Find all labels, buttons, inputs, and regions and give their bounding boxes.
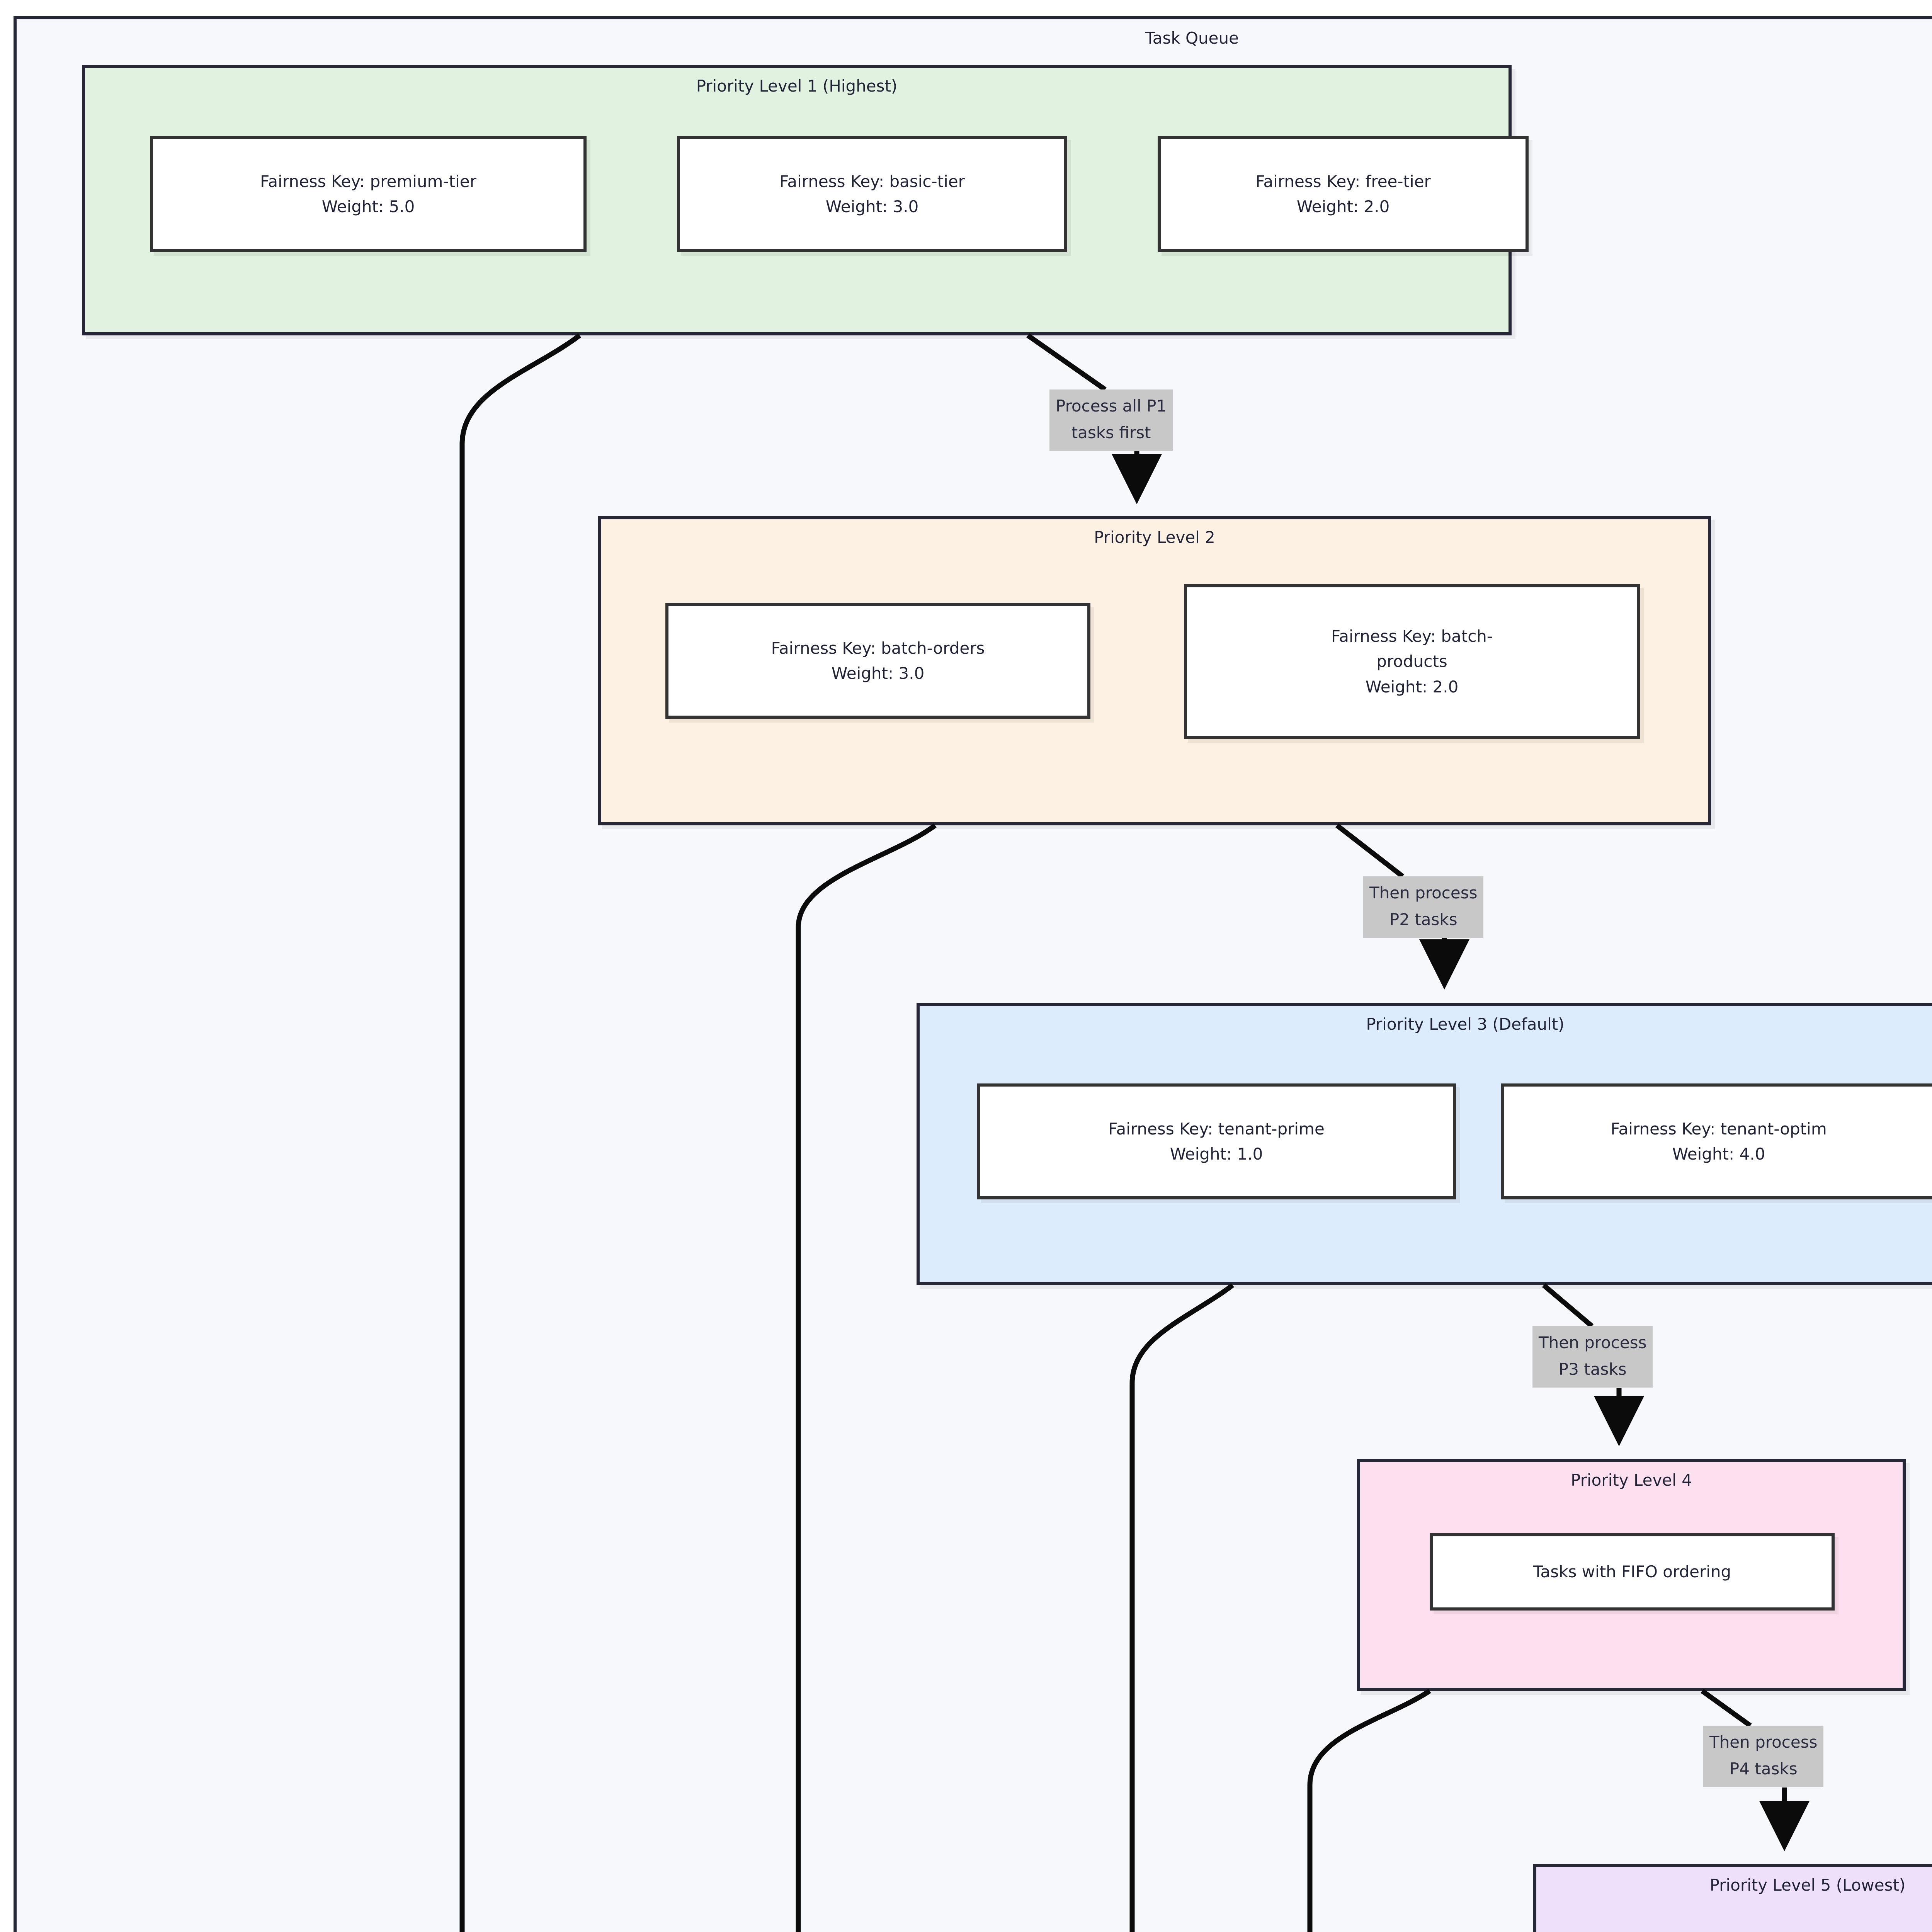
fairness-key-batch-orders-node[interactable]: Fairness Key: batch-orders Weight: 3.0	[665, 603, 1090, 719]
edge-label-line2: P3 tasks	[1558, 1360, 1627, 1379]
weight-label: Weight: 3.0	[831, 664, 925, 683]
fairness-key-label: Fairness Key: basic-tier	[779, 172, 965, 191]
edge-label-p1-to-p2: Process all P1 tasks first	[1049, 389, 1173, 451]
edge-label-line1: Then process	[1369, 883, 1478, 902]
fairness-key-label: Fairness Key: premium-tier	[260, 172, 476, 191]
edge-label-line2: P2 tasks	[1389, 910, 1458, 929]
edge-label-line2: P4 tasks	[1729, 1759, 1798, 1779]
edge-label-line1: Then process	[1539, 1333, 1647, 1352]
weight-label: Weight: 4.0	[1672, 1145, 1765, 1163]
edge-label-p4-to-p5: Then process P4 tasks	[1703, 1726, 1824, 1787]
weight-label: Weight: 3.0	[825, 197, 919, 216]
priority-level-5-title: Priority Level 5 (Lowest)	[1709, 1876, 1906, 1895]
edge-label-line1: Process all P1	[1056, 396, 1167, 415]
fairness-key-label: Fairness Key: batch-orders	[771, 638, 985, 658]
fairness-key-tenant-optim-node[interactable]: Fairness Key: tenant-optim Weight: 4.0	[1501, 1083, 1932, 1199]
fairness-key-tenant-prime-node[interactable]: Fairness Key: tenant-prime Weight: 1.0	[977, 1083, 1456, 1199]
fairness-key-premium-tier-node[interactable]: Fairness Key: premium-tier Weight: 5.0	[150, 136, 587, 252]
priority-level-4-title: Priority Level 4	[1571, 1471, 1692, 1490]
weight-label: Weight: 5.0	[321, 197, 415, 216]
fairness-key-basic-tier-node[interactable]: Fairness Key: basic-tier Weight: 3.0	[677, 136, 1067, 252]
task-queue-title: Task Queue	[1145, 29, 1239, 48]
fairness-key-batch-products-node[interactable]: Fairness Key: batch- products Weight: 2.…	[1184, 584, 1640, 739]
edge-label-line2: tasks first	[1071, 423, 1151, 442]
priority-level-1-title: Priority Level 1 (Highest)	[696, 77, 898, 95]
edge-label-line1: Then process	[1709, 1733, 1818, 1752]
fairness-key-label-line1: Fairness Key: batch-	[1331, 627, 1493, 646]
weight-label: Weight: 1.0	[1170, 1145, 1263, 1163]
priority-level-5-container[interactable]: Priority Level 5 (Lowest)	[1533, 1864, 1932, 1932]
edge-label-p3-to-p4: Then process P3 tasks	[1532, 1326, 1653, 1388]
fifo-label: Tasks with FIFO ordering	[1533, 1562, 1731, 1582]
fairness-key-free-tier-node[interactable]: Fairness Key: free-tier Weight: 2.0	[1158, 136, 1529, 252]
fairness-key-label: Fairness Key: tenant-optim	[1611, 1119, 1827, 1138]
fairness-key-label: Fairness Key: free-tier	[1255, 172, 1431, 191]
fairness-key-label: Fairness Key: tenant-prime	[1108, 1119, 1325, 1138]
weight-label: Weight: 2.0	[1296, 197, 1390, 216]
weight-label: Weight: 2.0	[1365, 677, 1459, 696]
p4-fifo-tasks-node[interactable]: Tasks with FIFO ordering	[1430, 1533, 1835, 1611]
priority-level-2-title: Priority Level 2	[1094, 528, 1215, 547]
edge-label-p2-to-p3: Then process P2 tasks	[1363, 876, 1484, 938]
priority-level-3-title: Priority Level 3 (Default)	[1366, 1015, 1565, 1034]
fairness-key-label-line2: products	[1376, 652, 1447, 671]
